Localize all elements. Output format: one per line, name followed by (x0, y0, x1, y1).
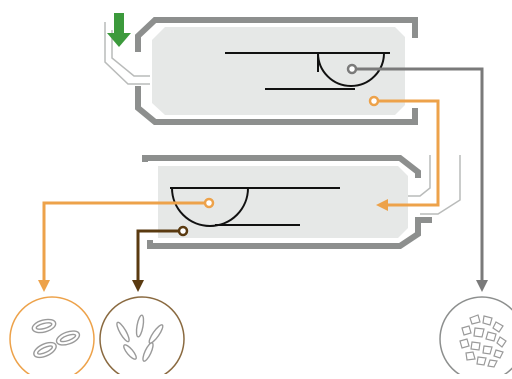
upper-frame-bottom (135, 86, 418, 125)
lower-frame-bottom (147, 217, 432, 249)
upper-frame (135, 17, 418, 52)
upper-inlet-guide (104, 22, 150, 85)
upper-housing (152, 27, 405, 115)
down-arrow-icon (107, 13, 131, 47)
stones-icon (459, 314, 507, 368)
lower-frame (142, 155, 421, 178)
flow-node-brown (177, 225, 189, 237)
arrowhead-orange-output (38, 280, 50, 292)
lower-outlet-guide-outer (420, 155, 461, 215)
arrowhead-orange-transfer (376, 199, 388, 211)
flow-node-orange-upper (368, 95, 380, 107)
output-orange (9, 296, 95, 379)
grains-icon (31, 318, 81, 359)
flow-line-orange-output (42, 201, 209, 282)
scoop-icon (317, 52, 385, 87)
flow-line-orange-transfer (374, 99, 440, 207)
output-grey (439, 296, 512, 379)
lower-housing (158, 166, 408, 238)
output-brown (99, 296, 185, 379)
arrowhead-grey (476, 280, 488, 292)
upper-inlet-guide-inner (111, 30, 150, 77)
lower-separator (142, 155, 461, 249)
chaff-icon (116, 314, 164, 362)
flow-line-grey (352, 67, 484, 282)
flow-line-brown (136, 229, 183, 282)
arrowhead-brown (132, 280, 144, 292)
upper-separator (104, 17, 418, 125)
lower-outlet-guide (404, 155, 431, 197)
flow-node-orange-lower (203, 197, 215, 209)
flow-node-grey (346, 63, 358, 75)
